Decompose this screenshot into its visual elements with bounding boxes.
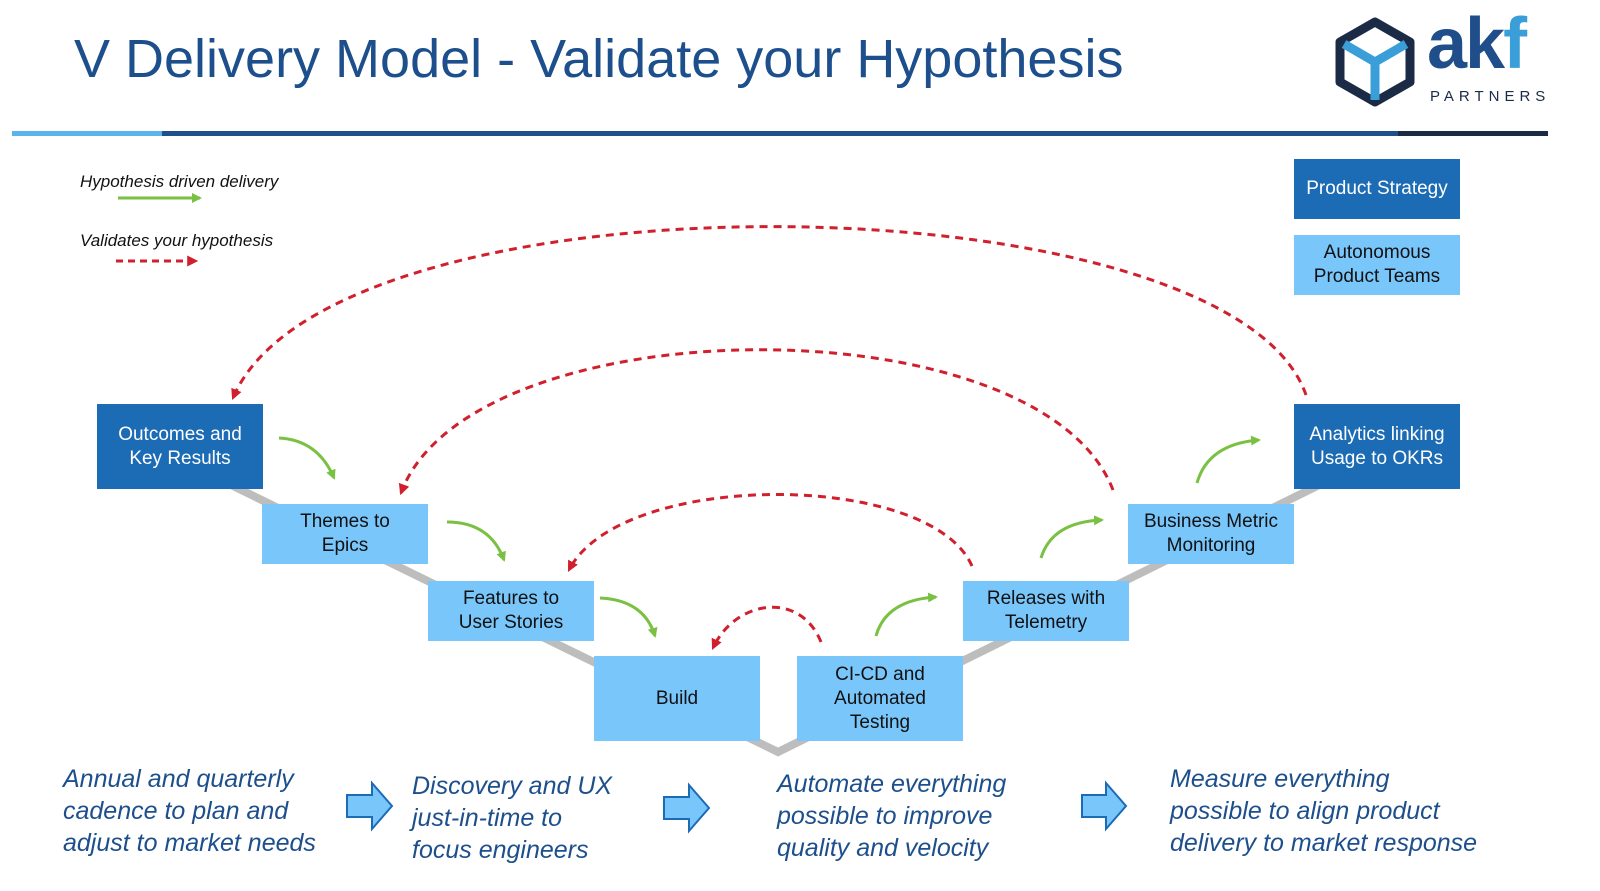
- caption-arrow-3-icon: [1081, 780, 1128, 832]
- red-arc-business-themes: [398, 348, 1115, 496]
- key-product-strategy: Product Strategy: [1294, 159, 1460, 219]
- step-business-metric-monitoring: Business Metric Monitoring: [1128, 504, 1294, 564]
- legend-hypothesis-label: Hypothesis driven delivery: [80, 172, 279, 191]
- step-themes-to-epics: Themes to Epics: [262, 504, 428, 564]
- logo-wordmark: akf: [1427, 4, 1527, 84]
- red-arc-releases-features: [567, 493, 974, 572]
- akf-logo: akf PARTNERS: [1330, 8, 1560, 114]
- divider-dark: [1398, 131, 1548, 136]
- logo-subtitle: PARTNERS: [1430, 88, 1551, 105]
- green-arrow-business-analytics: [1195, 435, 1261, 484]
- green-arrow-okr-themes: [278, 436, 336, 480]
- red-arc-cicd-build: [711, 605, 823, 650]
- step-analytics-linking-usage: Analytics linking Usage to OKRs: [1294, 404, 1460, 489]
- red-arc-analytics-okr: [231, 225, 1308, 401]
- green-arrow-features-build: [599, 596, 658, 638]
- v-path-line: [188, 451, 1382, 757]
- divider-light: [12, 131, 162, 136]
- caption-arrow-2-icon: [663, 782, 711, 834]
- step-releases-with-telemetry: Releases with Telemetry: [963, 581, 1129, 641]
- step-outcomes-key-results: Outcomes and Key Results: [97, 404, 263, 489]
- divider-main: [162, 131, 1398, 136]
- step-features-to-user-stories: Features to User Stories: [428, 581, 594, 641]
- green-arrow-themes-features: [446, 520, 506, 562]
- green-arrow-cicd-releases: [874, 592, 938, 637]
- key-autonomous-teams: Autonomous Product Teams: [1294, 235, 1460, 295]
- step-ci-cd-automated-testing: CI-CD and Automated Testing: [797, 656, 963, 741]
- green-arrow-releases-business: [1039, 515, 1104, 559]
- legend-validates-label: Validates your hypothesis: [80, 231, 274, 250]
- caption-arrow-1-icon: [346, 780, 394, 832]
- page-title: V Delivery Model - Validate your Hypothe…: [74, 29, 1124, 89]
- step-build: Build: [594, 656, 760, 741]
- cube-logo-icon: [1335, 17, 1415, 107]
